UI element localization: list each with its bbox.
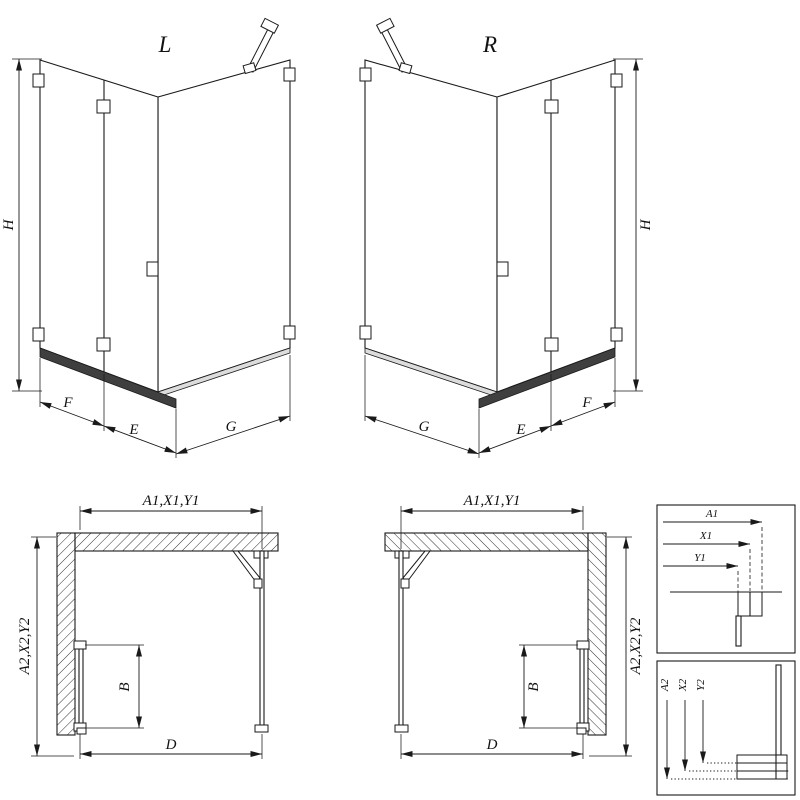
label-e-right: E (515, 422, 525, 438)
label-e-left: E (128, 422, 138, 438)
side-panel (157, 59, 296, 393)
wall-bracket-top (32, 73, 45, 88)
label-x1-detail: X1 (699, 530, 712, 542)
label-a1x1y1-right: A1,X1,Y1 (463, 493, 521, 509)
label-version-left: L (158, 32, 172, 57)
fixed-panel-glass (259, 550, 265, 729)
door-panel (32, 59, 159, 393)
wall-side (56, 532, 76, 736)
wall-bracket-bottom (32, 327, 45, 342)
dimension-d-lines (79, 734, 263, 759)
rail-body (736, 754, 788, 780)
dimension-b-lines (85, 644, 144, 729)
support-bar-plan (232, 550, 261, 583)
enclosure-3d-right-shapes (360, 18, 643, 458)
dimension-top-lines (79, 506, 263, 549)
fixed-panel-plan (232, 550, 269, 733)
detail-horizontal-offsets (656, 504, 796, 654)
door-handle (146, 261, 159, 277)
hinge-top (96, 99, 111, 114)
label-a2-detail: A2 (659, 678, 671, 692)
wall-profile-section (670, 591, 782, 647)
wall-bracket-top (283, 67, 296, 82)
dim-line-g (175, 415, 291, 455)
label-b-right: B (526, 682, 542, 691)
floorplan-right-shapes (385, 506, 632, 759)
corner-foot (254, 724, 269, 733)
door-glass-plan (78, 644, 84, 729)
door-pivot-foot (76, 727, 87, 735)
floorplan-left-shapes (31, 506, 279, 759)
label-d-left: D (165, 737, 177, 753)
side-panel-glass (157, 59, 291, 393)
label-g-right: G (419, 419, 430, 435)
detail-frame (656, 660, 796, 796)
label-a1-detail: A1 (705, 508, 718, 520)
support-bar-wall-anchor (260, 17, 280, 34)
door-open-plan (73, 640, 87, 735)
label-d-right: D (486, 737, 498, 753)
glass-section (735, 615, 742, 647)
dimension-h-lines (12, 58, 42, 392)
label-b-left: B (117, 682, 133, 691)
wall-top (74, 532, 279, 552)
bottom-rail (39, 347, 177, 409)
dim-line-e (103, 425, 177, 454)
support-clamp-plan (253, 578, 263, 589)
dim-line-f (39, 401, 105, 427)
support-bar (242, 17, 280, 75)
detail-frame (656, 504, 796, 654)
label-x2-detail: X2 (677, 678, 689, 692)
label-y1-detail: Y1 (694, 552, 706, 564)
dimension-f-e-g-lines (39, 355, 291, 458)
label-y2-detail: Y2 (695, 679, 707, 691)
label-f-right: F (581, 395, 592, 411)
label-a1x1y1-left: A1,X1,Y1 (142, 493, 200, 509)
label-h-right: H (638, 218, 654, 231)
door-hinge-top (73, 640, 87, 650)
label-f-left: F (62, 395, 73, 411)
support-bar-glass-clamp (242, 62, 257, 75)
enclosure-3d-left-shapes (12, 17, 296, 458)
label-g-left: G (226, 419, 237, 435)
dimension-side-lines (31, 536, 74, 757)
wall-bracket-bottom (283, 325, 296, 340)
label-a2x2y2-right: A2,X2,Y2 (628, 617, 644, 675)
glass-section (775, 664, 782, 756)
detail-vertical-offsets (656, 660, 796, 796)
bottom-rail-section (736, 664, 788, 780)
label-a2x2y2-left: A2,X2,Y2 (17, 617, 33, 675)
hinge-bottom (96, 337, 111, 352)
label-version-right: R (482, 32, 497, 57)
label-h-left: H (1, 218, 17, 231)
